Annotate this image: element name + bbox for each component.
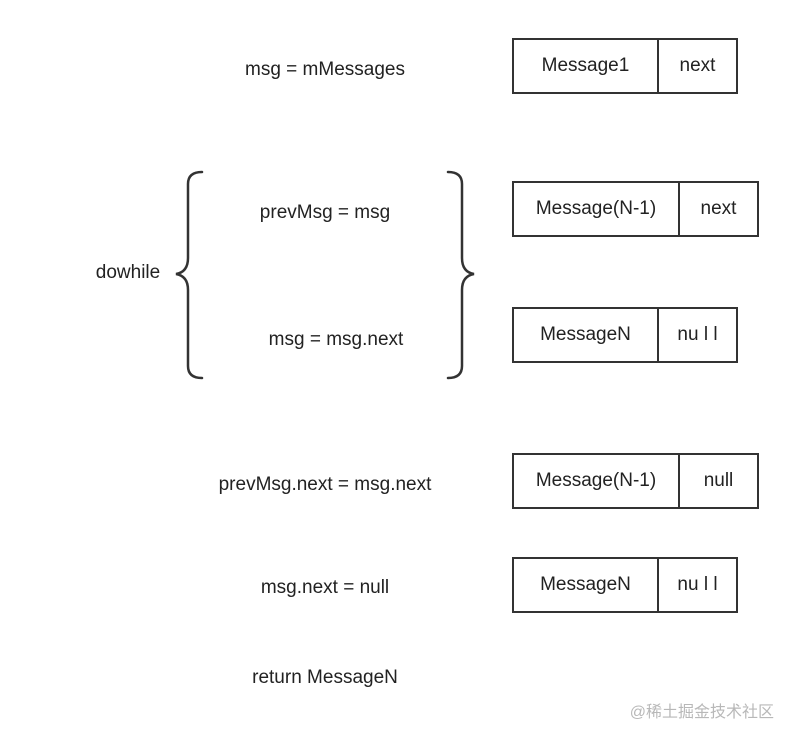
step-prev-assign: prevMsg = msg [259,202,391,223]
right-brace [446,170,475,380]
node-message-n-minus-1-null: Message(N-1) null [512,453,759,509]
node-name: MessageN [540,324,631,345]
node-message-n-minus-1: Message(N-1) next [512,181,759,237]
node-message-n: MessageN nu l l [512,307,738,363]
loop-label: dowhile [95,262,161,283]
node-message1: Message1 next [512,38,738,94]
left-brace [175,170,204,380]
node-name: Message(N-1) [535,198,657,219]
node-pointer: null [678,455,757,507]
node-pointer: next [678,183,757,235]
step-msg-next: msg = msg.next [268,329,404,350]
watermark: @稀土掘金技术社区 [629,704,774,721]
node-pointer: nu l l [657,309,736,361]
node-name: Message1 [541,55,630,76]
step-msg-assign: msg = mMessages [245,59,405,80]
step-prev-next: prevMsg.next = msg.next [218,474,432,495]
node-message-n-detached: MessageN nu l l [512,557,738,613]
node-name: Message(N-1) [535,470,657,491]
step-return: return MessageN [252,667,398,688]
node-pointer: nu l l [657,559,736,611]
node-name: MessageN [540,574,631,595]
node-pointer: next [657,40,736,92]
step-msg-null: msg.next = null [260,577,390,598]
